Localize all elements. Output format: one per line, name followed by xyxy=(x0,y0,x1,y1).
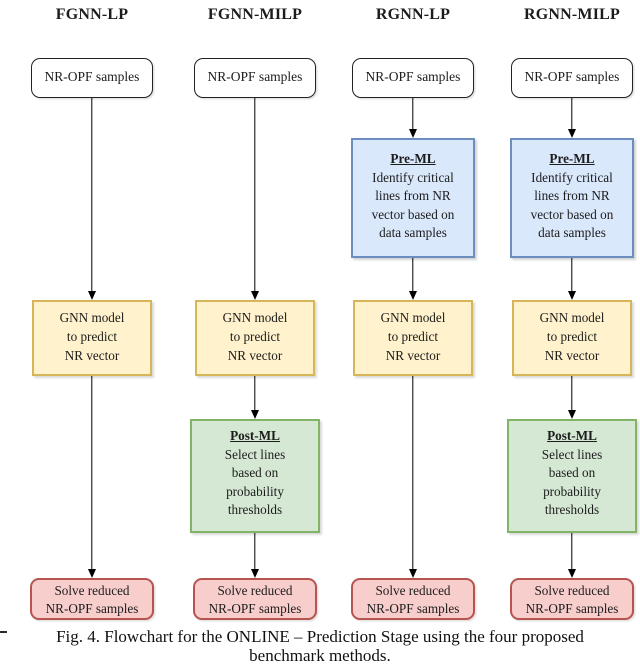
arrow-line xyxy=(571,258,573,292)
box-line: Solve reduced xyxy=(375,583,451,598)
gnn-model-box: GNN model to predict NR vector xyxy=(512,300,632,376)
box-title: Pre-ML xyxy=(549,151,595,166)
box-line: NR vector xyxy=(227,347,283,363)
column-header: FGNN-MILP xyxy=(207,6,303,23)
box-label: NR-OPF samples xyxy=(44,69,140,84)
arrow-line xyxy=(412,258,414,292)
arrow-line xyxy=(91,376,93,569)
figure-caption-line2: benchmark methods. xyxy=(249,646,391,664)
arrow-head-icon xyxy=(251,410,259,419)
arrow-head-icon xyxy=(88,569,96,578)
column-header: RGNN-MILP xyxy=(523,6,621,23)
arrow-head-icon xyxy=(251,291,259,300)
box-line: NR-OPF samples xyxy=(45,601,139,616)
box-line: to predict xyxy=(229,328,281,344)
arrow-head-icon xyxy=(409,569,417,578)
box-line: thresholds xyxy=(227,502,283,518)
box-label: NR-OPF samples xyxy=(365,69,461,84)
box-line: NR-OPF samples xyxy=(366,601,460,616)
post-ml-box: Post-ML Select lines based on probabilit… xyxy=(507,419,637,533)
box-line: NR-OPF samples xyxy=(525,601,619,616)
box-line: GNN model xyxy=(380,310,446,325)
box-line: to predict xyxy=(66,328,118,344)
arrow-head-icon xyxy=(568,291,576,300)
box-line: Select lines xyxy=(541,446,603,462)
box-line: data samples xyxy=(538,225,606,241)
arrow-head-icon xyxy=(568,129,576,138)
pre-ml-box: Pre-ML Identify critical lines from NR v… xyxy=(351,138,475,258)
box-line: Solve reduced xyxy=(217,583,293,598)
box-title: Post-ML xyxy=(230,428,280,443)
column-header: RGNN-LP xyxy=(375,6,451,23)
box-line: based on xyxy=(231,465,279,481)
arrow-head-icon xyxy=(568,569,576,578)
box-title: Post-ML xyxy=(547,428,597,443)
arrow-head-icon xyxy=(409,129,417,138)
box-line: Identify critical xyxy=(531,169,613,185)
gnn-model-box: GNN model to predict NR vector xyxy=(195,300,315,376)
nr-opf-samples-box: NR-OPF samples xyxy=(352,58,474,98)
pre-ml-box: Pre-ML Identify critical lines from NR v… xyxy=(510,138,634,258)
box-line: Select lines xyxy=(224,446,286,462)
figure-caption-line1: Fig. 4. Flowchart for the ONLINE – Predi… xyxy=(56,627,584,646)
arrow-line xyxy=(571,98,573,130)
solve-reduced-box: Solve reduced NR-OPF samples xyxy=(30,578,154,620)
post-ml-box: Post-ML Select lines based on probabilit… xyxy=(190,419,320,533)
arrow-line xyxy=(412,376,414,569)
box-line: thresholds xyxy=(544,502,600,518)
box-line: lines from NR xyxy=(534,188,610,204)
box-line: Identify critical xyxy=(372,169,454,185)
arrow-line xyxy=(412,98,414,130)
nr-opf-samples-box: NR-OPF samples xyxy=(194,58,316,98)
box-line: probability xyxy=(543,483,601,499)
box-line: Solve reduced xyxy=(54,583,130,598)
box-line: to predict xyxy=(387,328,439,344)
box-line: GNN model xyxy=(222,310,288,325)
column-header: FGNN-LP xyxy=(55,6,129,23)
box-line: vector based on xyxy=(371,206,455,222)
arrow-line xyxy=(91,98,93,292)
arrow-line xyxy=(254,98,256,292)
box-line: to predict xyxy=(546,328,598,344)
gnn-model-box: GNN model to predict NR vector xyxy=(32,300,152,376)
box-line: data samples xyxy=(379,225,447,241)
figure-caption: Fig. 4. Flowchart for the ONLINE – Predi… xyxy=(10,627,630,664)
nr-opf-samples-box: NR-OPF samples xyxy=(31,58,153,98)
solve-reduced-box: Solve reduced NR-OPF samples xyxy=(351,578,475,620)
arrow-line xyxy=(254,376,256,411)
box-line: NR-OPF samples xyxy=(208,601,302,616)
nr-opf-samples-box: NR-OPF samples xyxy=(511,58,633,98)
box-line: GNN model xyxy=(59,310,125,325)
box-line: lines from NR xyxy=(375,188,451,204)
box-label: NR-OPF samples xyxy=(524,69,620,84)
solve-reduced-box: Solve reduced NR-OPF samples xyxy=(510,578,634,620)
box-line: vector based on xyxy=(530,206,614,222)
solve-reduced-box: Solve reduced NR-OPF samples xyxy=(193,578,317,620)
box-line: NR vector xyxy=(385,347,441,363)
box-line: NR vector xyxy=(64,347,120,363)
box-label: NR-OPF samples xyxy=(207,69,303,84)
box-line: probability xyxy=(226,483,284,499)
arrow-line xyxy=(571,376,573,411)
box-line: Solve reduced xyxy=(534,583,610,598)
arrow-line xyxy=(254,533,256,570)
arrow-head-icon xyxy=(251,569,259,578)
box-line: GNN model xyxy=(539,310,605,325)
box-title: Pre-ML xyxy=(390,151,436,166)
arrow-head-icon xyxy=(88,291,96,300)
arrow-head-icon xyxy=(409,291,417,300)
box-line: based on xyxy=(548,465,596,481)
stray-mark xyxy=(0,631,7,634)
arrow-head-icon xyxy=(568,410,576,419)
gnn-model-box: GNN model to predict NR vector xyxy=(353,300,473,376)
box-line: NR vector xyxy=(544,347,600,363)
arrow-line xyxy=(571,533,573,570)
